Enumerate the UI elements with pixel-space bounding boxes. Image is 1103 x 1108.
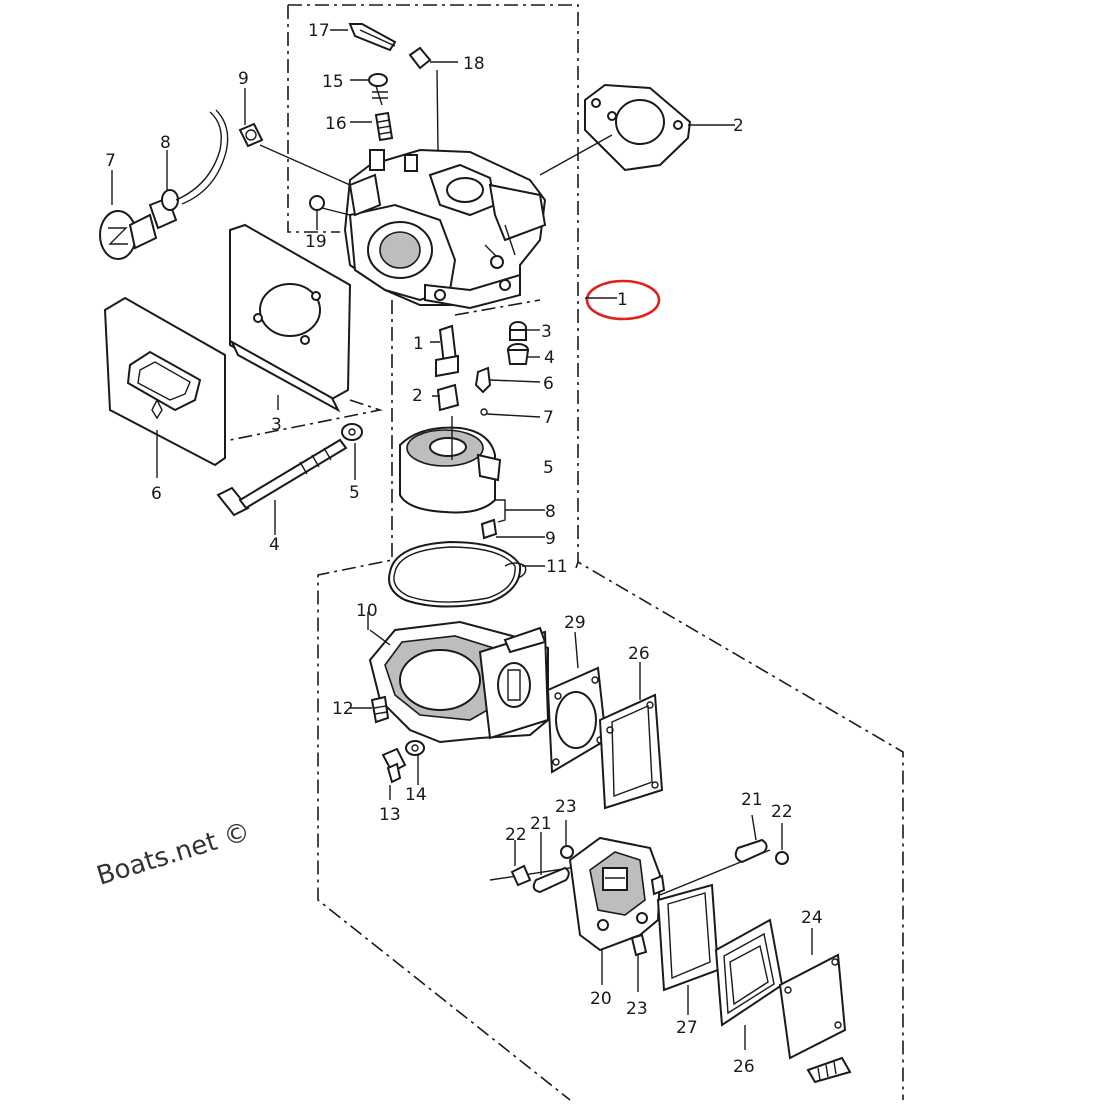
top-screws: [309, 23, 458, 230]
callout-4-left: 4: [269, 535, 280, 555]
callout-15: 15: [322, 72, 344, 92]
callout-2-mid: 2: [412, 386, 423, 406]
callout-23-upper: 23: [555, 797, 577, 817]
callout-18: 18: [463, 54, 485, 74]
callout-26-lower: 26: [733, 1057, 755, 1077]
mounting-bracket: [229, 223, 352, 413]
highlight-ring: [585, 279, 661, 321]
callout-24: 24: [801, 908, 823, 928]
callout-labels: 17 18 15 16 9 8 7 2 19 1 1 3 3 4 4 6 6 2…: [105, 21, 823, 1077]
cover-plate: [103, 296, 226, 478]
callout-4-mid: 4: [544, 348, 555, 368]
bolt-and-washer: [216, 423, 363, 535]
callout-21-left: 21: [530, 814, 552, 834]
callout-23-lower: 23: [626, 999, 648, 1019]
callout-11: 11: [546, 557, 568, 577]
callout-5-left: 5: [349, 483, 360, 503]
float-bowl: [367, 612, 550, 744]
callout-3-left: 3: [271, 415, 282, 435]
watermark: Boats.net ©: [93, 817, 253, 892]
callout-3-mid: 3: [541, 322, 552, 342]
callout-7-top: 7: [105, 151, 116, 171]
callout-6-mid: 6: [543, 374, 554, 394]
callout-21-right: 21: [741, 790, 763, 810]
callout-7-mid: 7: [543, 408, 554, 428]
callout-10: 10: [356, 601, 378, 621]
callout-9-top: 9: [238, 69, 249, 89]
callout-22-right: 22: [771, 802, 793, 822]
carburetor-body: [343, 148, 547, 310]
callout-13: 13: [379, 805, 401, 825]
o-ring-gasket: [388, 540, 545, 608]
callout-8-top: 8: [160, 133, 171, 153]
lower-assembly: [489, 814, 852, 1084]
callout-17: 17: [308, 21, 330, 41]
callout-5-mid: 5: [543, 458, 554, 478]
gaskets-29-26: [546, 631, 664, 810]
callout-22-left: 22: [505, 825, 527, 845]
callout-26-upper: 26: [628, 644, 650, 664]
callout-19: 19: [305, 232, 327, 252]
callout-1-mid: 1: [413, 334, 424, 354]
callout-6-left: 6: [151, 484, 162, 504]
callout-20: 20: [590, 989, 612, 1009]
callout-1-highlighted: 1: [617, 290, 628, 310]
callout-8-mid: 8: [545, 502, 556, 522]
callout-16: 16: [325, 114, 347, 134]
choke-knob-assembly: [99, 88, 351, 260]
boundary-lines: [229, 4, 904, 1101]
callout-27: 27: [676, 1018, 698, 1038]
callout-29: 29: [564, 613, 586, 633]
callout-12: 12: [332, 699, 354, 719]
drain-screws: [350, 695, 425, 800]
gasket-plate: [539, 83, 735, 176]
callout-2-top: 2: [733, 116, 744, 136]
callout-14: 14: [405, 785, 427, 805]
float-assembly: [399, 321, 545, 540]
callout-9-mid: 9: [545, 529, 556, 549]
